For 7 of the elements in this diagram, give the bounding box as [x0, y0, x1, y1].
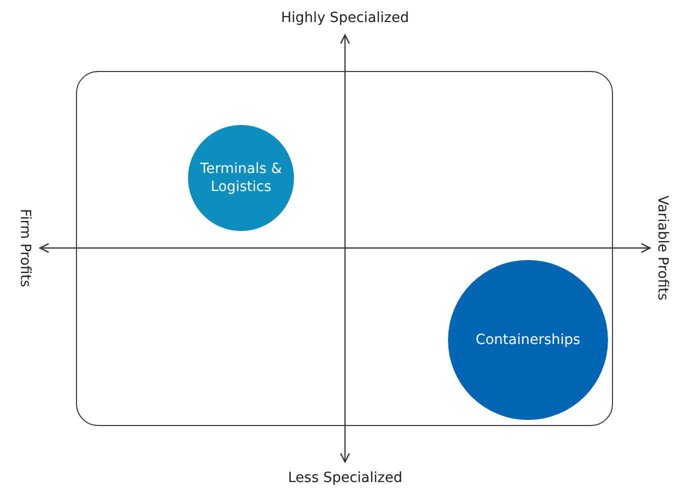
axis-label-vertical: Variable Profits: [654, 196, 670, 300]
axis-label: Highly Specialized: [281, 10, 409, 26]
quadrant-frame: [76, 71, 613, 426]
bubble-label: Containerships: [476, 330, 580, 350]
bubble-label: Terminals & Logistics: [199, 160, 283, 196]
axis-label-vertical: Firm Profits: [17, 208, 34, 288]
axis-label: Less Specialized: [288, 470, 402, 486]
